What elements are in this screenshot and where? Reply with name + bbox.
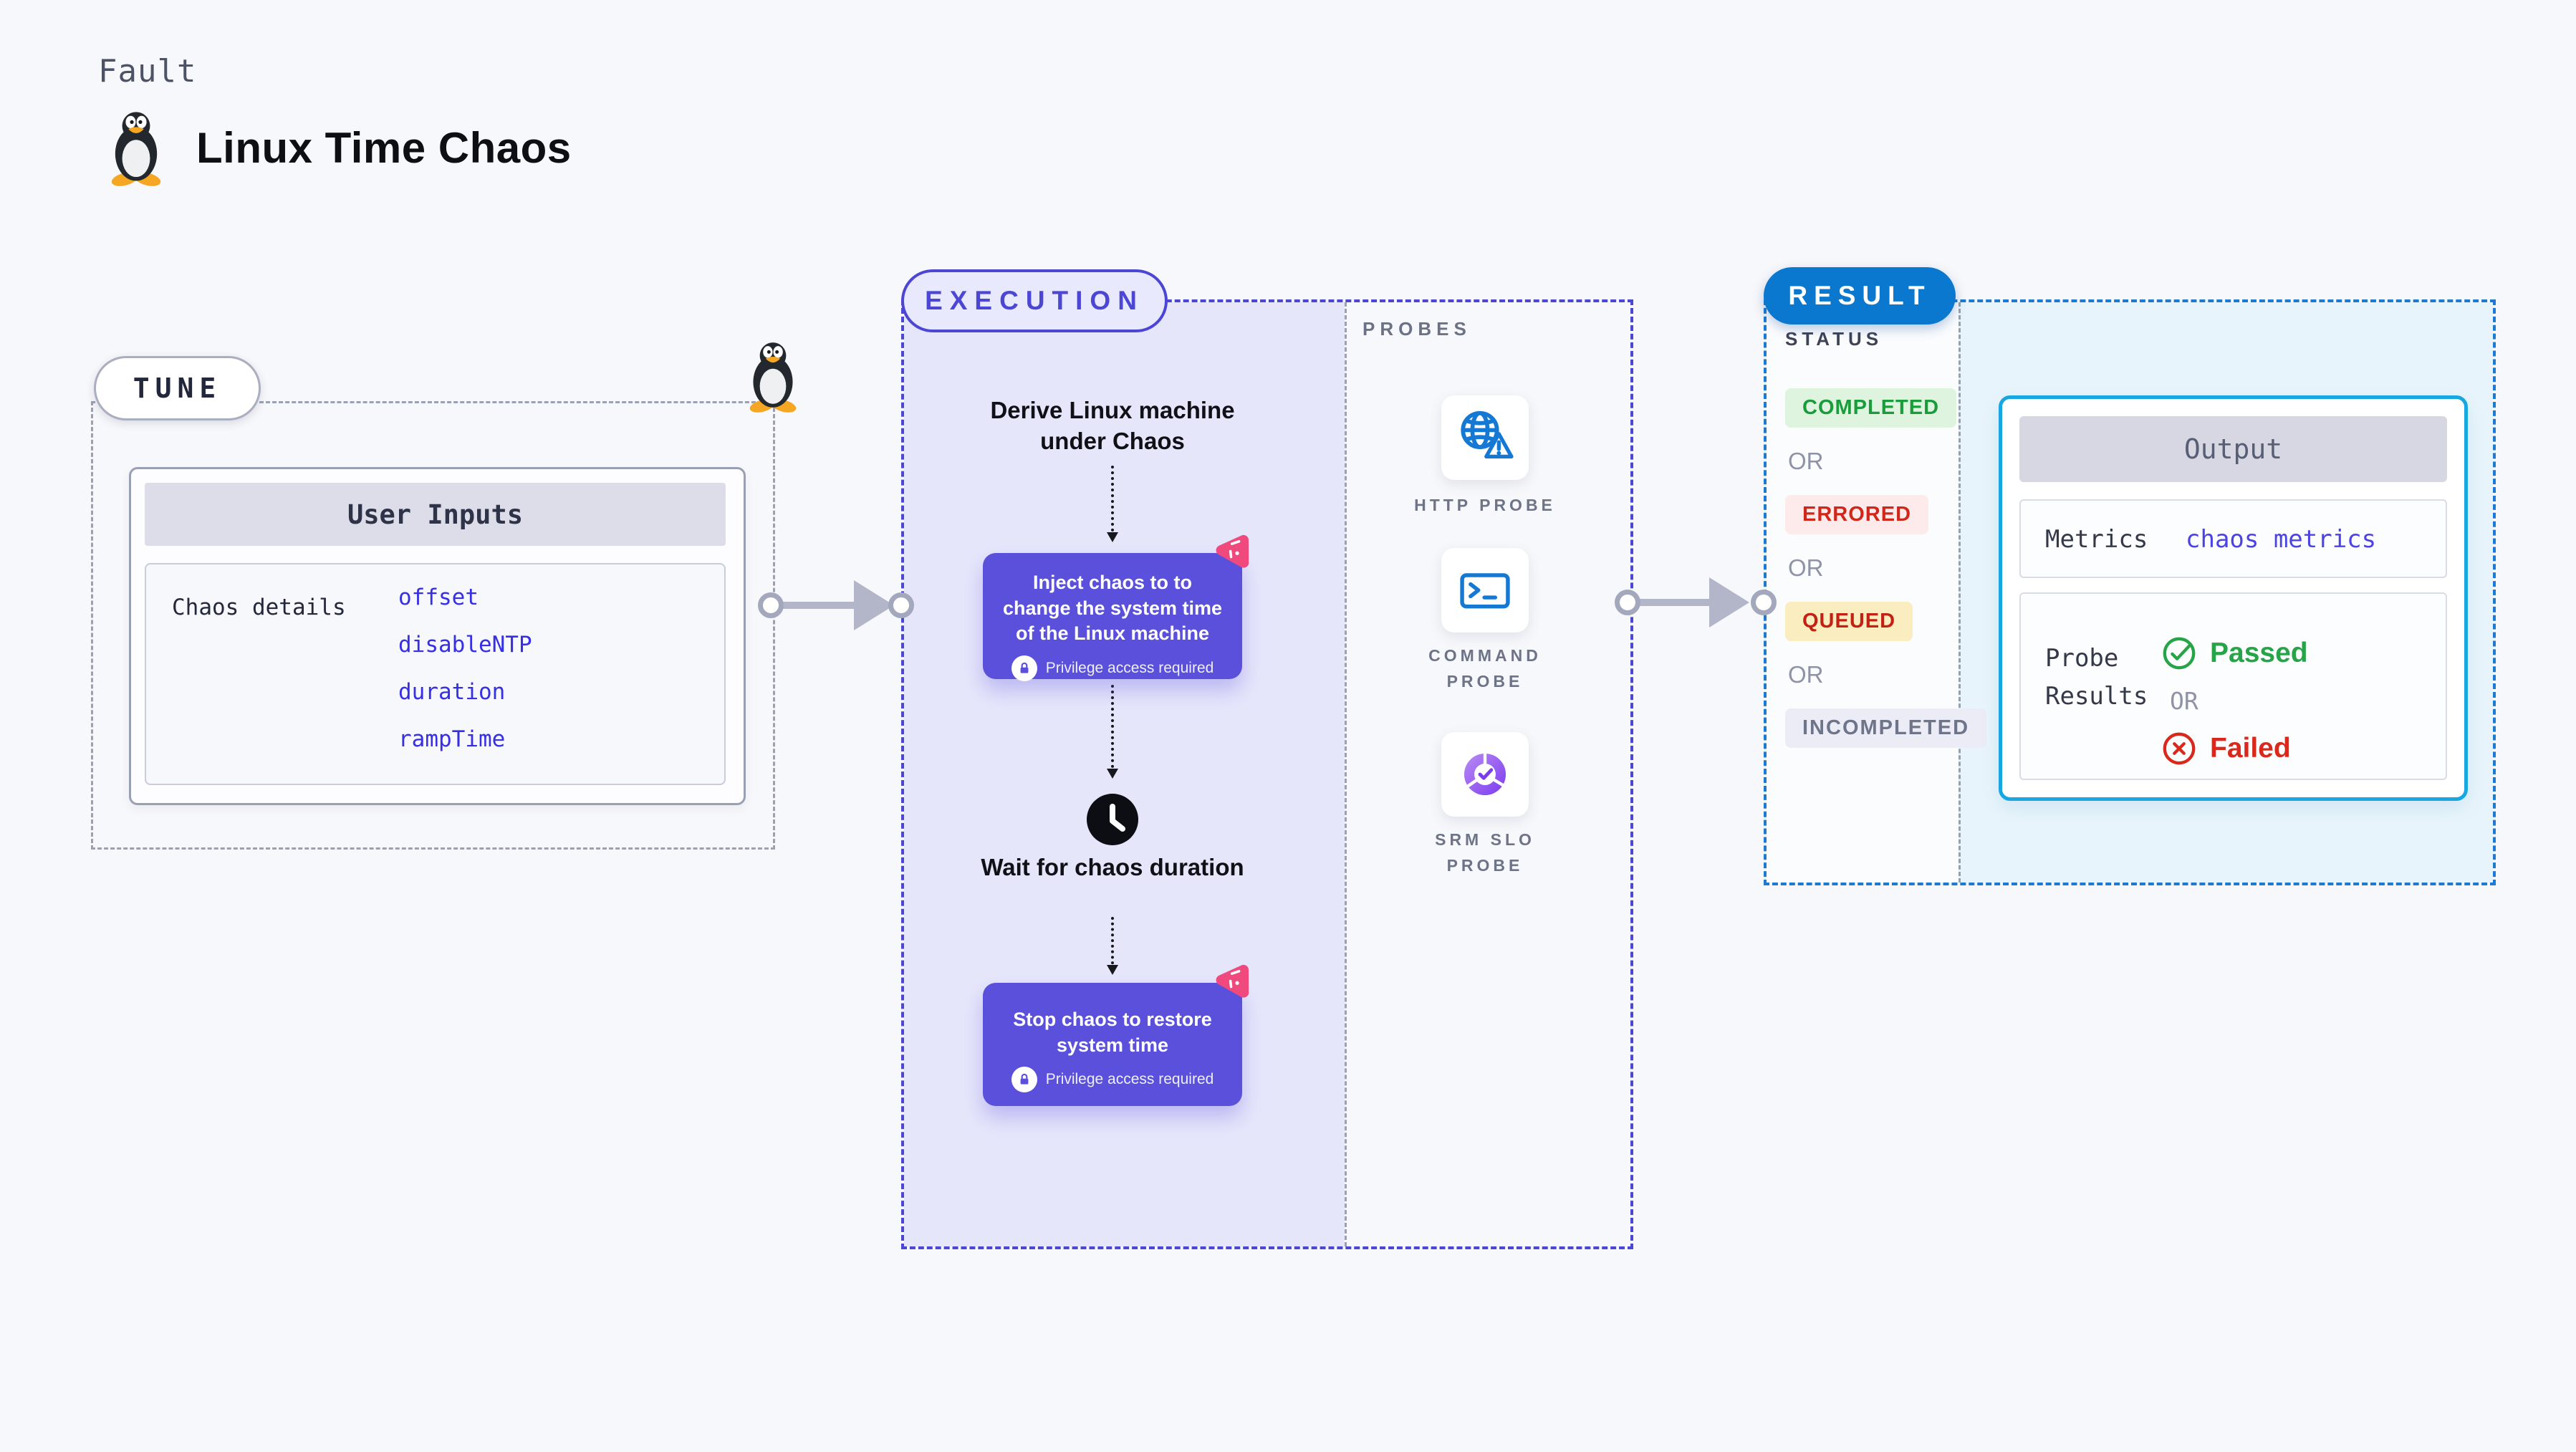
terminal-icon <box>1460 573 1510 609</box>
inject-chaos-label: Inject chaos to to change the system tim… <box>1002 572 1223 645</box>
http-probe-label: HTTP PROBE <box>1414 496 1556 514</box>
step-stop-chaos: Stop chaos to restore system time Privil… <box>983 983 1242 1106</box>
failed-label: Failed <box>2210 733 2291 764</box>
step-derive-label: Derive Linux machine under Chaos <box>990 397 1235 454</box>
output-card: Output Metrics chaos metrics Probe Resul… <box>1999 395 2468 801</box>
param-link-ramptime[interactable]: rampTime <box>398 726 506 752</box>
chaos-logo-icon <box>1216 964 1249 998</box>
status-badge-incompleted: INCOMPLETED <box>1785 708 1987 748</box>
probes-heading: PROBES <box>1363 318 1471 340</box>
step-inject-chaos: Inject chaos to to change the system tim… <box>983 553 1242 681</box>
pie-check-icon <box>1464 751 1506 796</box>
status-badge-completed: COMPLETED <box>1785 388 1957 428</box>
param-link-duration[interactable]: duration <box>398 679 506 705</box>
passed-label: Passed <box>2210 638 2308 668</box>
passed-row: Passed <box>2161 635 2308 671</box>
execution-pill: EXECUTION <box>901 269 1168 332</box>
flow-arrow-down-icon <box>1107 685 1118 779</box>
check-circle-icon <box>2163 637 2196 670</box>
probe-results-row: Probe Results Passed OR Failed <box>2019 592 2447 780</box>
user-inputs-title: User Inputs <box>145 483 726 546</box>
tune-pill: TUNE <box>94 356 261 420</box>
page-title: Linux Time Chaos <box>196 124 572 172</box>
probes-panel <box>1345 302 1630 1246</box>
srm-slo-probe-label: SRM SLO PROBE <box>1435 830 1535 875</box>
metrics-label: Metrics <box>2045 525 2148 554</box>
status-list: COMPLETED OR ERRORED OR QUEUED OR INCOMP… <box>1785 388 1987 748</box>
arrowhead-right-icon <box>854 580 894 630</box>
or-separator: OR <box>2170 687 2198 715</box>
srm-slo-probe-card <box>1441 732 1529 817</box>
step-wait-label: Wait for chaos duration <box>981 854 1244 880</box>
linux-penguin-icon-small <box>749 342 797 413</box>
probe-results-label: Probe Results <box>2045 644 2148 711</box>
fault-kicker: Fault <box>98 53 197 90</box>
connector-node <box>1751 590 1777 615</box>
or-separator: OR <box>1788 661 1824 688</box>
chaos-details-box <box>145 563 726 785</box>
status-badge-queued: QUEUED <box>1785 602 1913 641</box>
metrics-row: Metrics chaos metrics <box>2019 499 2447 578</box>
result-pill: RESULT <box>1764 267 1956 324</box>
globe-alert-icon <box>1461 410 1514 459</box>
linux-penguin-icon <box>111 112 161 186</box>
connector-node <box>888 592 914 618</box>
http-probe-card <box>1441 395 1529 480</box>
connector-node <box>1615 590 1640 615</box>
connector-probes-result <box>1635 599 1714 606</box>
stop-chaos-label: Stop chaos to restore system time <box>1013 1009 1212 1056</box>
flow-arrow-down-icon <box>1107 466 1118 542</box>
status-badge-errored: ERRORED <box>1785 495 1929 534</box>
arrowhead-right-icon <box>1709 577 1749 628</box>
tune-section <box>91 401 775 850</box>
x-circle-icon <box>2163 732 2196 765</box>
clock-icon <box>1087 794 1138 845</box>
chaos-metrics-link[interactable]: chaos metrics <box>2186 525 2377 554</box>
privilege-note: Privilege access required <box>1045 659 1214 676</box>
param-link-disablentp[interactable]: disableNTP <box>398 632 532 658</box>
status-heading: STATUS <box>1785 328 1883 350</box>
chaos-details-label: Chaos details <box>172 595 346 620</box>
or-separator: OR <box>1788 554 1824 581</box>
failed-row: Failed <box>2161 731 2308 766</box>
output-title: Output <box>2019 416 2447 482</box>
privilege-note: Privilege access required <box>1045 1071 1214 1088</box>
or-separator: OR <box>1788 448 1824 474</box>
lock-icon <box>1011 1067 1037 1093</box>
connector-tune-execution <box>778 602 858 609</box>
lock-icon <box>1011 655 1037 681</box>
command-probe-card <box>1441 548 1529 633</box>
chaos-logo-icon <box>1216 534 1249 568</box>
command-probe-label: COMMAND PROBE <box>1428 646 1542 691</box>
param-link-offset[interactable]: offset <box>398 585 479 610</box>
probe-results-values: Passed OR Failed <box>2161 635 2308 766</box>
connector-node <box>758 592 784 618</box>
flow-arrow-down-icon <box>1107 917 1118 975</box>
